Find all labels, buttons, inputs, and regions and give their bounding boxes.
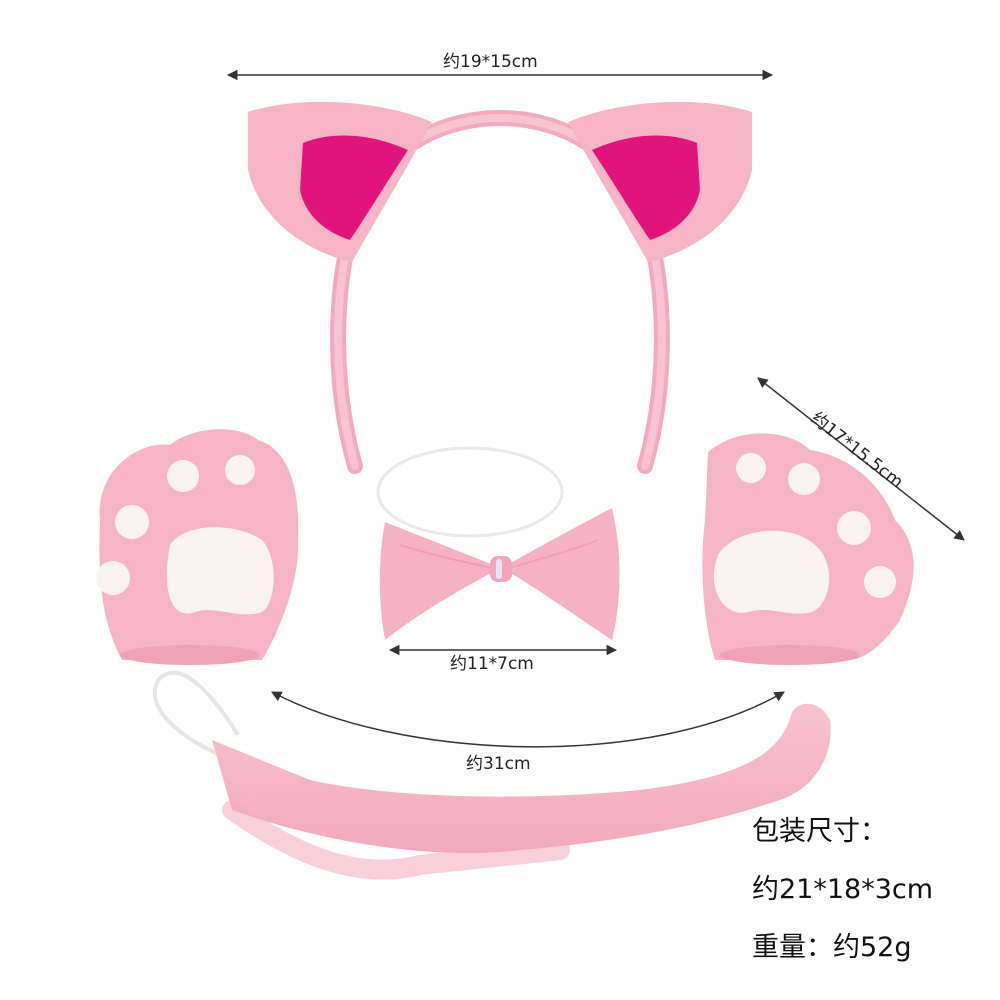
right-ear xyxy=(568,101,752,262)
bowtie-elastic xyxy=(376,446,564,538)
pink-tail xyxy=(212,703,831,880)
headband-dimension-label: 约19*15cm xyxy=(443,52,538,72)
glove-size-arrow xyxy=(757,377,965,541)
left-ear xyxy=(248,101,432,262)
bow-tie xyxy=(379,508,620,640)
tail-dimension-label: 约31cm xyxy=(466,754,531,774)
tail-length-arrow xyxy=(271,691,785,748)
bowtie-dimension-label: 约11*7cm xyxy=(450,654,534,674)
package-weight: 重量：约52g xyxy=(752,932,912,963)
left-paw-glove xyxy=(96,429,299,665)
cat-ear-headband xyxy=(248,101,752,474)
package-size-title: 包装尺寸： xyxy=(752,816,887,847)
package-size-value: 约21*18*3cm xyxy=(752,874,934,905)
tail-loop xyxy=(152,670,240,762)
